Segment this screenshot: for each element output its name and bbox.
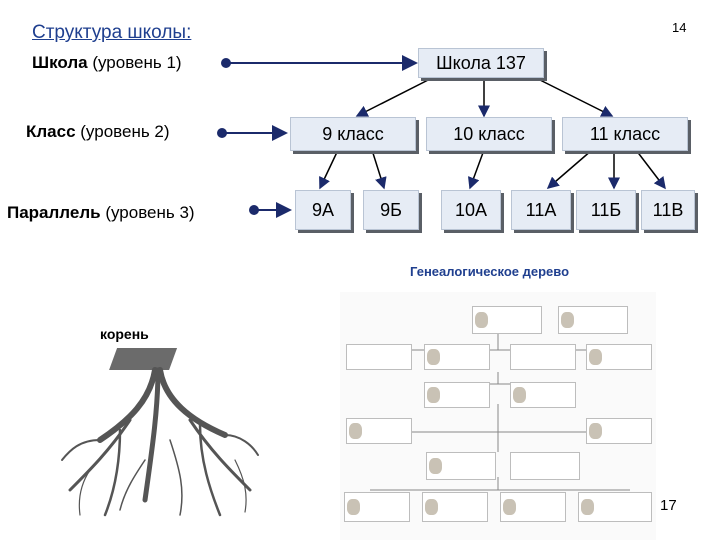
class-9-node: 9 класс: [290, 117, 416, 151]
tree-node: [424, 344, 490, 370]
tree-node: [558, 306, 628, 334]
portrait-icon: [561, 312, 574, 328]
portrait-icon: [427, 387, 440, 403]
portrait-icon: [589, 423, 602, 439]
root-label: корень: [100, 326, 149, 342]
footer-page-number: 17: [660, 497, 677, 514]
tree-node: [426, 452, 496, 480]
level-2-name: Класс: [26, 122, 76, 141]
tree-node: [510, 382, 576, 408]
portrait-icon: [475, 312, 488, 328]
tree-node: [578, 492, 652, 522]
genealogy-title: Генеалогическое дерево: [410, 264, 570, 279]
parallel-11v-node: 11В: [641, 190, 695, 230]
level-2-label: Класс (уровень 2): [26, 122, 170, 142]
tree-node: [586, 418, 652, 444]
portrait-icon: [513, 387, 526, 403]
tree-node: [346, 418, 412, 444]
portrait-icon: [427, 349, 440, 365]
page-title: Структура школы:: [32, 22, 192, 43]
tree-node: [510, 344, 576, 370]
tree-node: [424, 382, 490, 408]
parallel-9b-node: 9Б: [363, 190, 419, 230]
portrait-icon: [503, 499, 516, 515]
class-10-node: 10 класс: [426, 117, 552, 151]
level-3-label: Параллель (уровень 3): [7, 203, 195, 223]
level-1-label: Школа (уровень 1): [32, 53, 182, 73]
level-1-name: Школа: [32, 53, 88, 72]
tree-node: [500, 492, 566, 522]
school-node: Школа 137: [418, 48, 544, 78]
level-3-suffix: (уровень 3): [100, 203, 195, 222]
tree-node: [346, 344, 412, 370]
portrait-icon: [581, 499, 594, 515]
tree-node: [586, 344, 652, 370]
genealogy-tree-image: [340, 292, 656, 540]
tree-node: [344, 492, 410, 522]
portrait-icon: [589, 349, 602, 365]
portrait-icon: [425, 499, 438, 515]
portrait-icon: [347, 499, 360, 515]
parallel-10a-node: 10А: [441, 190, 501, 230]
tree-roots-illustration: [61, 348, 259, 517]
tree-node: [472, 306, 542, 334]
class-11-node: 11 класс: [562, 117, 688, 151]
page-number: 14: [672, 20, 687, 35]
tree-node: [422, 492, 488, 522]
tree-node: [510, 452, 580, 480]
level-2-suffix: (уровень 2): [75, 122, 170, 141]
portrait-icon: [349, 423, 362, 439]
parallel-9a-node: 9А: [295, 190, 351, 230]
portrait-icon: [429, 458, 442, 474]
level-3-name: Параллель: [7, 203, 101, 222]
parallel-11b-node: 11Б: [576, 190, 636, 230]
level-1-suffix: (уровень 1): [87, 53, 182, 72]
parallel-11a-node: 11А: [511, 190, 571, 230]
